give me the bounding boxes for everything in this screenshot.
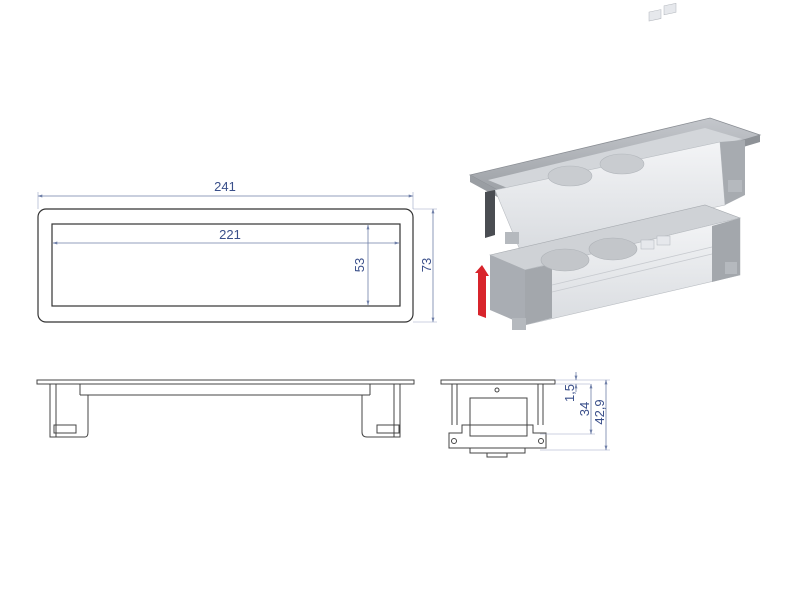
product-render	[468, 3, 762, 330]
front-view	[36, 379, 415, 438]
side-view	[440, 379, 556, 458]
insert-direction-arrow-icon	[475, 265, 489, 318]
frame-unit	[468, 3, 762, 251]
dim-total-height: 42,9	[592, 399, 607, 424]
top-view: 241 221 53 73	[37, 179, 437, 323]
side-view-dimensions: 1,5 34 42,9	[540, 372, 610, 451]
dim-inner-width: 221	[219, 227, 241, 242]
dim-inner-height: 53	[352, 258, 367, 272]
socket-module	[489, 204, 742, 330]
dim-flange-thickness: 1,5	[562, 384, 577, 402]
inner-cutout-outline	[51, 223, 401, 307]
dim-outer-width: 241	[214, 179, 236, 194]
dim-body-height: 34	[577, 402, 592, 416]
dim-outer-height: 73	[419, 258, 434, 272]
outer-frame-outline	[37, 208, 414, 323]
